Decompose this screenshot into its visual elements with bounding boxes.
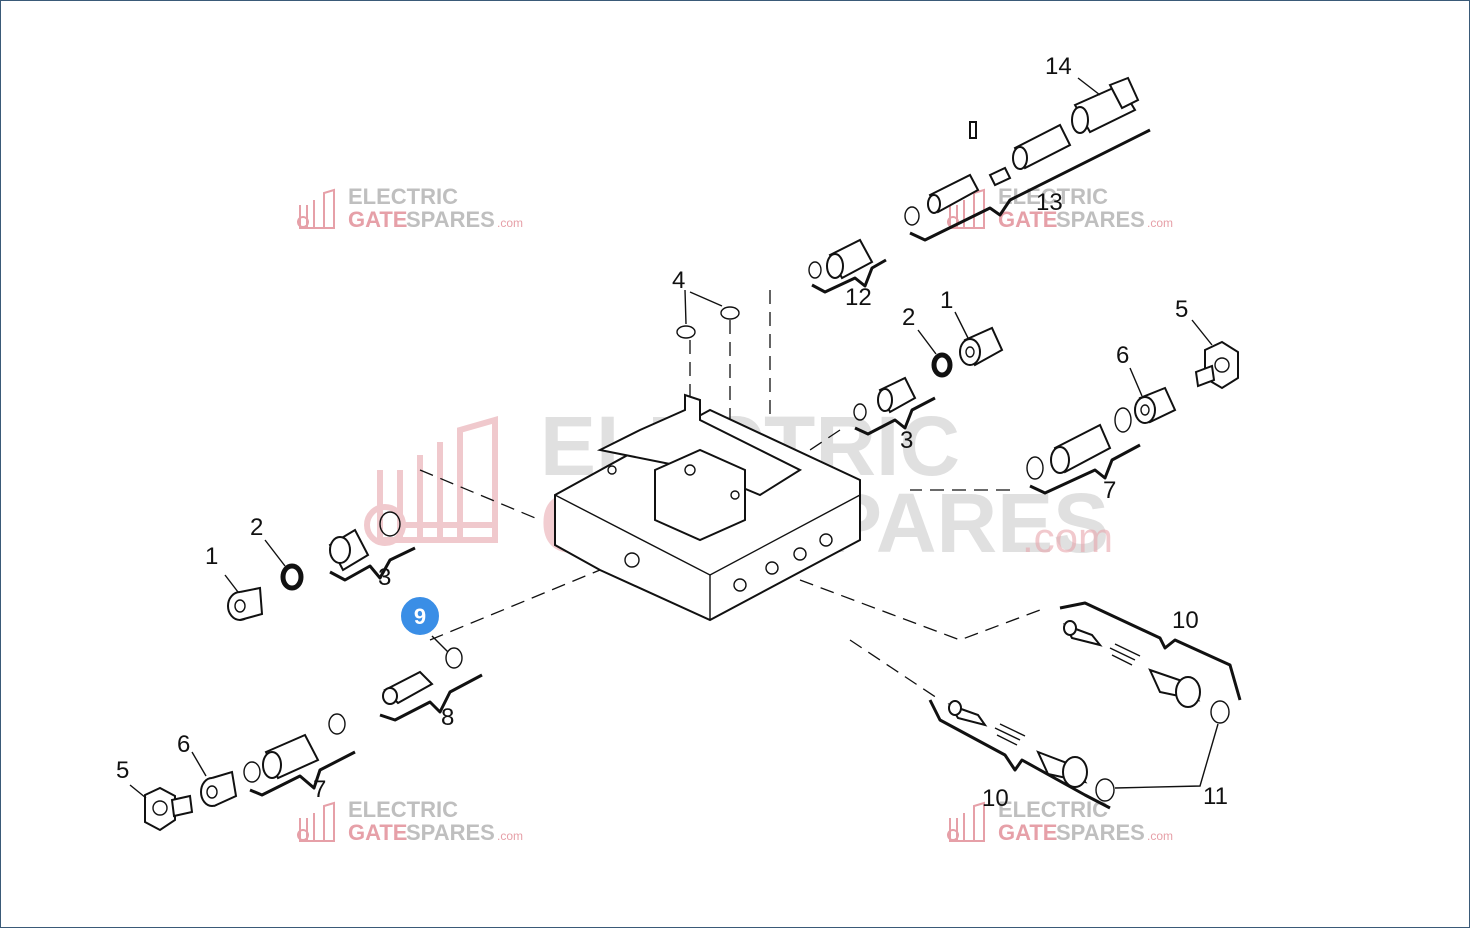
watermark-gate: GATE (348, 820, 407, 845)
callout-13: 13 (1036, 189, 1063, 216)
watermark-logo-icon (297, 188, 335, 229)
part-6-left (191, 751, 238, 807)
callout-14: 14 (1045, 53, 1072, 80)
part-4 (676, 289, 740, 339)
watermark-electric: ELECTRIC (348, 184, 458, 209)
callout-8: 8 (441, 704, 454, 731)
callout-6-left: 6 (177, 731, 190, 758)
watermark-spares: SPARES (406, 207, 495, 232)
callout-7-left: 7 (313, 776, 326, 803)
callout-12: 12 (845, 284, 872, 311)
part-13 (904, 121, 1151, 242)
watermark-spares: SPARES (1056, 820, 1145, 845)
part-7-right (1026, 407, 1141, 495)
watermark-domain: .com (497, 829, 523, 843)
part-11 (1095, 700, 1230, 802)
watermark-domain: .com (497, 216, 523, 230)
part-2-left (264, 539, 304, 591)
callout-2-right: 2 (902, 304, 915, 331)
callout-2-left: 2 (250, 514, 263, 541)
part-5-left (129, 784, 194, 832)
watermark-electric: ELECTRIC (998, 797, 1108, 822)
watermark-electric: ELECTRIC (348, 797, 458, 822)
callout-4: 4 (672, 267, 685, 294)
part-5-right (1191, 319, 1239, 390)
part-3-left (328, 511, 416, 582)
part-6-right (1129, 367, 1177, 424)
callout-5-left: 5 (116, 757, 129, 784)
part-1-right (954, 311, 1004, 367)
callout-10-top: 10 (1172, 607, 1199, 634)
watermark-spares: SPARES (406, 820, 495, 845)
watermark-logo-icon (297, 801, 335, 842)
part-14 (1071, 76, 1140, 134)
watermark-small-br: ELECTRIC GATE SPARES .com (947, 797, 1173, 845)
watermark-small-bl: ELECTRIC GATE SPARES .com (297, 797, 523, 845)
watermark-spares: SPARES (1056, 207, 1145, 232)
callout-3-right: 3 (900, 427, 913, 454)
part-12 (808, 238, 887, 294)
callout-11: 11 (1203, 783, 1228, 810)
watermark-domain: .com (1147, 216, 1173, 230)
part-1-left (224, 574, 264, 621)
callout-5-right: 5 (1175, 296, 1188, 323)
part-8 (379, 647, 483, 722)
watermark-small-tl: ELECTRIC GATE SPARES .com (297, 184, 523, 232)
part-10-bottom (928, 699, 1111, 810)
watermark-logo-icon (947, 188, 985, 229)
callout-1-right: 1 (940, 287, 953, 314)
valve-body (554, 393, 861, 622)
part-3-right (853, 376, 936, 436)
callout-10-bottom: 10 (982, 785, 1009, 812)
part-7-left (243, 713, 356, 797)
watermark-gate: GATE (998, 820, 1057, 845)
callout-6-right: 6 (1116, 342, 1129, 369)
watermark-domain: .com (1147, 829, 1173, 843)
part-2-right (917, 329, 953, 378)
highlight-badge-9[interactable]: 9 (399, 595, 449, 653)
watermark-logo-icon (364, 416, 498, 546)
watermark-logo-icon (947, 801, 985, 842)
callout-1-left: 1 (205, 543, 218, 570)
watermark-gate: GATE (348, 207, 407, 232)
watermark-domain: .com (1022, 514, 1113, 561)
badge-9-label: 9 (414, 604, 426, 629)
part-10-top (1059, 601, 1242, 708)
callout-3-left: 3 (378, 564, 391, 591)
callout-7-right: 7 (1103, 477, 1116, 504)
watermark-gate: GATE (998, 207, 1057, 232)
